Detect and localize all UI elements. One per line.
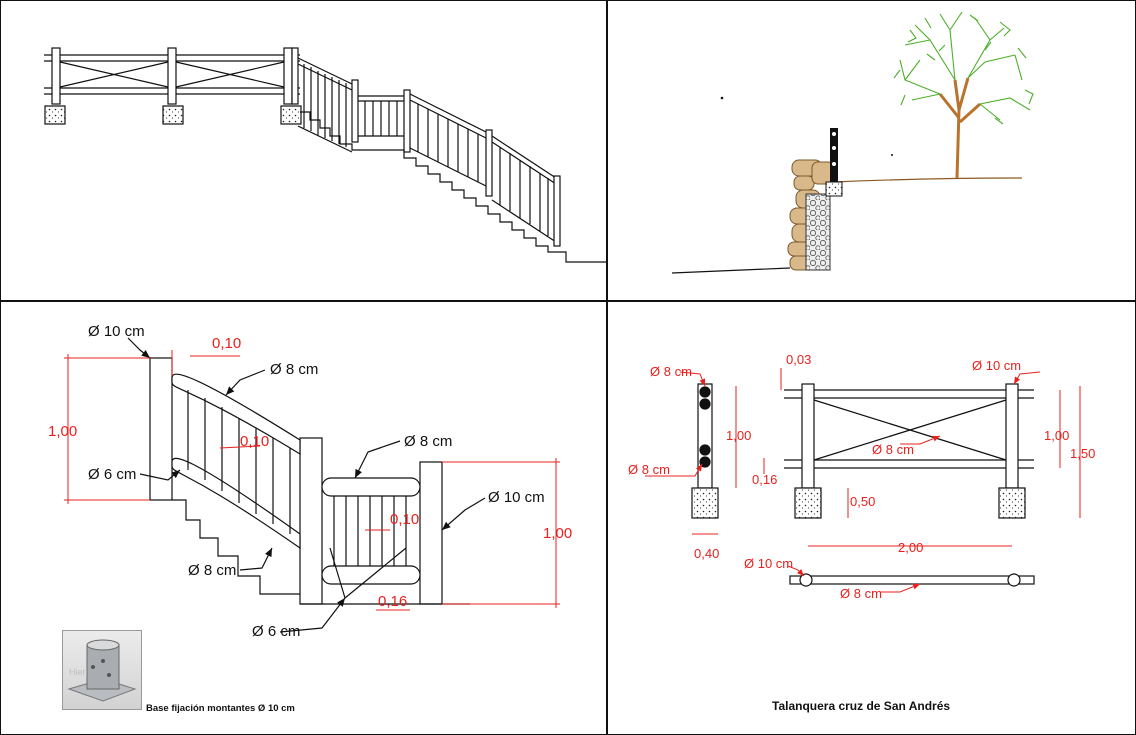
tq-phi8-post-bottom: Ø 8 cm bbox=[628, 462, 670, 477]
tq-phi8-post-top: Ø 8 cm bbox=[650, 364, 692, 379]
dim-010-right: 0,10 bbox=[390, 511, 419, 528]
callout-phi8-mid: Ø 8 cm bbox=[404, 433, 452, 450]
callout-phi10-right: Ø 10 cm bbox=[488, 489, 545, 506]
tq-dim-003: 0,03 bbox=[786, 352, 811, 367]
tq-dim-200: 2,00 bbox=[898, 540, 923, 555]
tq-phi8-plan: Ø 8 cm bbox=[840, 586, 882, 601]
dim-016: 0,16 bbox=[378, 593, 407, 610]
tq-phi10-plan: Ø 10 cm bbox=[744, 556, 793, 571]
dim-010-mid: 0,10 bbox=[240, 433, 269, 450]
tq-dim-016: 0,16 bbox=[752, 472, 777, 487]
railing-detail bbox=[127, 337, 486, 633]
tq-phi8-cross: Ø 8 cm bbox=[872, 442, 914, 457]
dim-100-left: 1,00 bbox=[48, 423, 77, 440]
dim-010-top: 0,10 bbox=[212, 335, 241, 352]
tq-dim-040: 0,40 bbox=[694, 546, 719, 561]
tq-dim-100: 1,00 bbox=[1044, 428, 1069, 443]
watermark-text: Hierros bbox=[69, 667, 99, 677]
panel-railing-elevation bbox=[0, 0, 608, 302]
callout-phi6-left: Ø 6 cm bbox=[88, 466, 136, 483]
tq-dim-050: 0,50 bbox=[850, 494, 875, 509]
talanquera-title: Talanquera cruz de San Andrés bbox=[772, 699, 950, 713]
talanquera-dimensions bbox=[645, 368, 1081, 593]
callout-phi8-bottom: Ø 8 cm bbox=[188, 562, 236, 579]
base-fixing-photo: Hierros bbox=[62, 630, 142, 710]
callout-phi10-top-left: Ø 10 cm bbox=[88, 323, 145, 340]
tq-dim-100-post: 1,00 bbox=[726, 428, 751, 443]
tree-illustration bbox=[893, 11, 1034, 179]
tq-dim-150: 1,50 bbox=[1070, 446, 1095, 461]
dim-100-right: 1,00 bbox=[543, 525, 572, 542]
talanquera-drawing bbox=[691, 383, 1035, 587]
wall-section bbox=[671, 11, 1034, 274]
base-plate-icon: Hierros bbox=[67, 639, 137, 702]
callout-phi8-top: Ø 8 cm bbox=[270, 361, 318, 378]
base-fixing-caption: Base fijación montantes Ø 10 cm bbox=[146, 703, 295, 714]
callout-phi6-bottom: Ø 6 cm bbox=[252, 623, 300, 640]
tq-phi10-top: Ø 10 cm bbox=[972, 358, 1021, 373]
railing-elevation bbox=[44, 47, 606, 263]
detail-dimensions bbox=[64, 350, 560, 611]
